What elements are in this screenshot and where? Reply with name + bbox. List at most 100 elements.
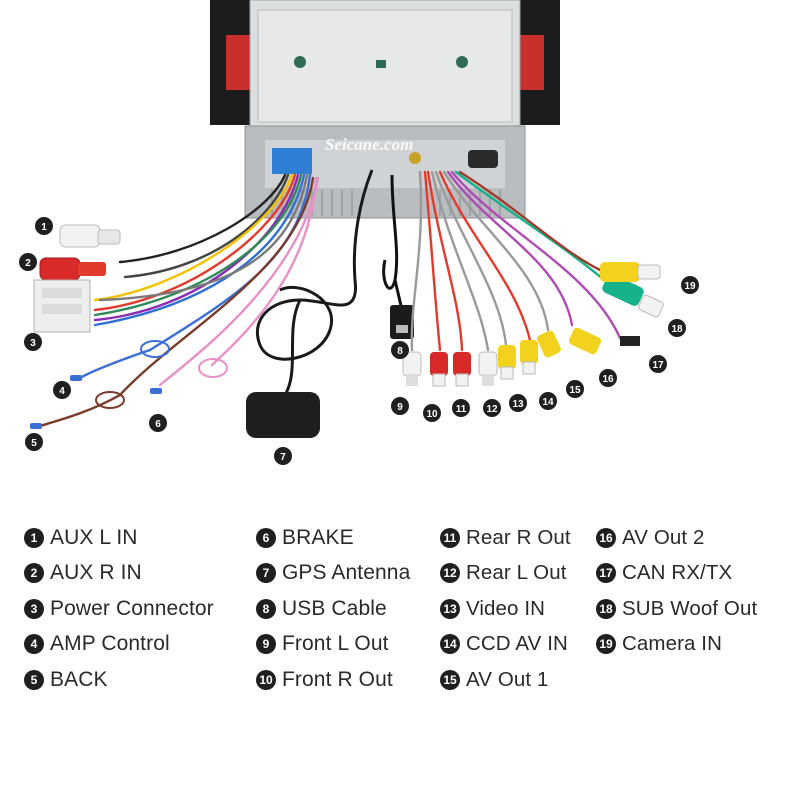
brand-watermark: Seicane.com: [325, 135, 413, 154]
marker-17: 17: [649, 355, 667, 373]
svg-text:16: 16: [602, 374, 614, 385]
legend-item: 8 USB Cable: [256, 591, 410, 627]
brake-coil: [150, 358, 228, 394]
svg-text:14: 14: [542, 397, 554, 408]
svg-text:19: 19: [684, 281, 696, 292]
legend-item: 6 BRAKE: [256, 520, 410, 556]
svg-text:9: 9: [397, 402, 403, 413]
legend-label: Rear L Out: [466, 561, 567, 585]
legend-column-2: 6 BRAKE 7 GPS Antenna 8 USB Cable 9 Front L …: [256, 520, 410, 698]
number-badge: 16: [596, 527, 616, 548]
marker-15: 15: [566, 380, 584, 398]
legend-label: Video IN: [466, 596, 546, 620]
legend-label: CCD AV IN: [466, 632, 568, 656]
number-badge: 17: [596, 563, 616, 584]
marker-5: 5: [25, 433, 43, 451]
legend-label: BRAKE: [282, 525, 354, 549]
marker-19: 19: [681, 276, 699, 294]
legend-item: 10 Front R Out: [256, 662, 410, 698]
number-badge: 10: [256, 669, 276, 690]
rca-av-out-1: [537, 330, 561, 358]
legend-item: 9 Front L Out: [256, 627, 410, 663]
legend-label: AV Out 2: [622, 525, 705, 549]
gps-cable: [255, 169, 374, 396]
legend-item: 18 SUB Woof Out: [596, 591, 757, 627]
svg-text:10: 10: [426, 409, 438, 420]
marker-12: 12: [483, 399, 501, 417]
head-unit-chassis: [210, 0, 560, 219]
legend-item: 3 Power Connector: [24, 591, 214, 627]
wiring-diagram: Seicane.com: [19, 0, 699, 465]
legend-label: AUX R IN: [50, 561, 142, 585]
number-badge: 2: [24, 563, 44, 584]
marker-9: 9: [391, 397, 409, 415]
marker-2: 2: [19, 253, 37, 271]
number-badge: 18: [596, 598, 616, 619]
legend-label: GPS Antenna: [282, 561, 411, 585]
number-badge: 12: [440, 563, 460, 584]
marker-10: 10: [423, 404, 441, 422]
legend-item: 13 Video IN: [440, 591, 571, 627]
legend-item: 7 GPS Antenna: [256, 556, 410, 592]
legend-item: 2 AUX R IN: [24, 556, 214, 592]
legend-column-4: 16 AV Out 2 17 CAN RX/TX 18 SUB Woof Out 19…: [596, 520, 757, 662]
marker-11: 11: [452, 399, 470, 417]
legend-item: 16 AV Out 2: [596, 520, 757, 556]
legend-label: CAN RX/TX: [622, 561, 733, 585]
rca-sub-woof-out: [602, 274, 664, 318]
legend-label: AUX L IN: [50, 525, 138, 549]
number-badge: 1: [24, 527, 44, 548]
svg-text:1: 1: [41, 222, 47, 233]
aux-l-plug: [59, 224, 121, 248]
number-badge: 11: [440, 527, 460, 548]
number-badge: 15: [440, 669, 460, 690]
svg-text:12: 12: [486, 404, 498, 415]
legend-label: Camera IN: [622, 632, 723, 656]
number-badge: 7: [256, 563, 276, 584]
number-badge: 8: [256, 598, 276, 619]
svg-text:18: 18: [671, 324, 683, 335]
number-badge: 9: [256, 634, 276, 655]
marker-7: 7: [274, 447, 292, 465]
legend-item: 4 AMP Control: [24, 627, 214, 663]
number-badge: 3: [24, 598, 44, 619]
gps-antenna: [246, 392, 320, 438]
number-badge: 4: [24, 634, 44, 655]
svg-text:8: 8: [397, 346, 403, 357]
rca-wires: [410, 170, 622, 352]
number-badge: 19: [596, 634, 616, 655]
legend-label: AMP Control: [50, 632, 170, 656]
marker-18: 18: [668, 319, 686, 337]
svg-text:11: 11: [456, 404, 467, 415]
legend-label: AV Out 1: [466, 667, 549, 691]
rca-front-r: [430, 352, 448, 387]
rca-camera-in: [600, 262, 661, 282]
diagram-markers: 1 2 3 4 5 6 7 8 9 10 11 12 13 14 15 16 1…: [19, 217, 699, 465]
svg-text:2: 2: [25, 258, 31, 269]
svg-text:5: 5: [31, 438, 37, 449]
legend-label: SUB Woof Out: [622, 596, 758, 620]
number-badge: 14: [440, 634, 460, 655]
number-badge: 6: [256, 527, 276, 548]
legend-label: Front L Out: [282, 632, 389, 656]
legend-label: USB Cable: [282, 596, 387, 620]
svg-text:6: 6: [155, 419, 161, 430]
marker-8: 8: [391, 341, 409, 359]
marker-6: 6: [149, 414, 167, 432]
legend-label: Front R Out: [282, 667, 393, 691]
number-badge: 5: [24, 669, 44, 690]
legend-item: 15 AV Out 1: [440, 662, 571, 698]
number-badge: 13: [440, 598, 460, 619]
marker-14: 14: [539, 392, 557, 410]
harness-wires: [38, 173, 320, 428]
svg-text:15: 15: [569, 385, 581, 396]
rca-front-l: [402, 351, 422, 386]
marker-1: 1: [35, 217, 53, 235]
svg-text:4: 4: [59, 386, 65, 397]
legend-label: Power Connector: [50, 596, 214, 620]
legend-item: 17 CAN RX/TX: [596, 556, 757, 592]
svg-text:3: 3: [30, 338, 36, 349]
